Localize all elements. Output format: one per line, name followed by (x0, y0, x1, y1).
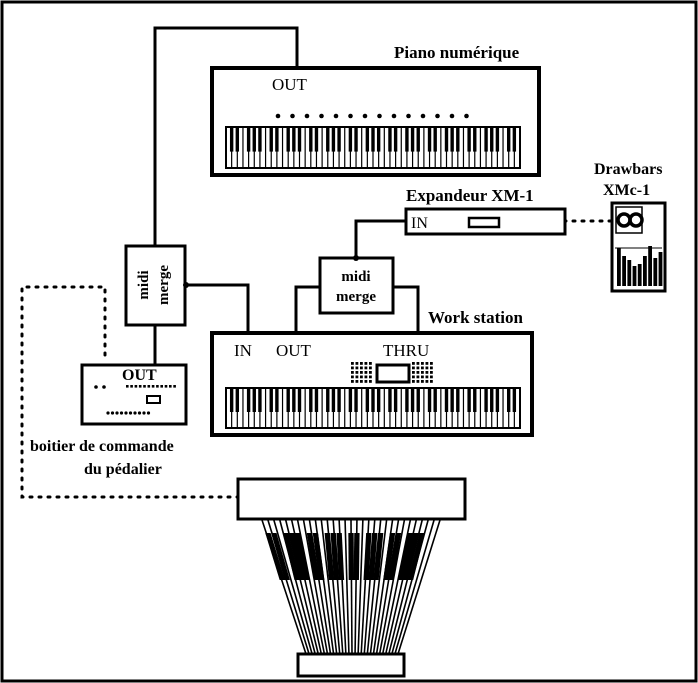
workstation: Work station IN OUT THRU (210, 308, 534, 437)
workstation-display (375, 363, 411, 384)
workstation-title: Work station (428, 308, 523, 327)
workstation-keyboard (225, 387, 521, 429)
pedal-box-dots (94, 385, 176, 415)
workstation-in-label: IN (234, 341, 252, 360)
workstation-thru-label: THRU (383, 341, 429, 360)
midi-merge-left: midi merge (124, 244, 189, 327)
workstation-buttons-left (351, 362, 372, 383)
piano-title: Piano numérique (394, 43, 520, 62)
merge-left-line2: merge (156, 265, 172, 305)
workstation-out-label: OUT (276, 341, 312, 360)
piano-keyboard (225, 126, 521, 169)
drawbars-title-2: XMc-1 (603, 182, 650, 199)
midi-merge-right: midi merge (318, 255, 395, 315)
pedal-caption-2: du pédalier (84, 461, 162, 478)
drawbar-sliders (615, 246, 663, 286)
piano-dots (275, 113, 469, 119)
piano-out-label: OUT (272, 75, 308, 94)
pedal-keys (261, 519, 441, 655)
expander-title: Expandeur XM-1 (406, 186, 534, 205)
expander-in-label: IN (411, 215, 428, 232)
drawbars-xmc1: Drawbars XMc-1 (594, 161, 667, 293)
merge-left-line1: midi (136, 270, 152, 299)
drawbars-title-1: Drawbars (594, 161, 662, 178)
expander-xm1: Expandeur XM-1 IN (404, 186, 567, 236)
workstation-buttons-right (412, 362, 433, 383)
midi-cables (153, 26, 420, 365)
pedal-box-out-label: OUT (122, 367, 157, 384)
pedalboard (236, 477, 467, 678)
control-cables (20, 219, 613, 499)
pedal-caption-1: boitier de commande (30, 438, 174, 455)
pedal-control-box: OUT boitier de commande du pédalier (30, 363, 188, 478)
merge-right-line2: merge (336, 289, 376, 305)
merge-right-line1: midi (341, 269, 370, 285)
digital-piano: Piano numérique OUT (210, 43, 541, 177)
